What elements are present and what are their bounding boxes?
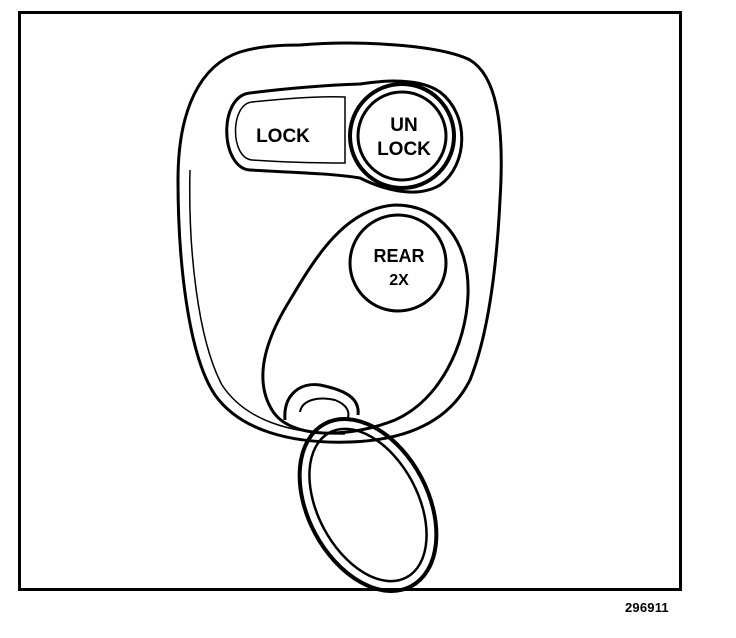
- lock-button[interactable]: LOCK: [256, 126, 310, 147]
- fob-body: [176, 41, 503, 444]
- ring-loop-inner: [299, 397, 350, 419]
- rear-button-label-line2: 2X: [389, 272, 409, 289]
- unlock-button-label-line1: UN: [390, 115, 417, 136]
- rear-button[interactable]: REAR 2X: [348, 213, 448, 313]
- unlock-button[interactable]: UN LOCK: [348, 82, 456, 190]
- unlock-button-label-line2: LOCK: [377, 139, 431, 160]
- rear-button-label-line1: REAR: [373, 246, 424, 266]
- figure-number: 296911: [625, 600, 669, 615]
- lock-unlock-recess-inner: [234, 96, 346, 164]
- ring-loop: [283, 383, 360, 421]
- lock-unlock-recess: [225, 79, 464, 194]
- figure-frame: [18, 11, 682, 591]
- key-ring: [297, 417, 439, 593]
- lock-button-label: LOCK: [256, 126, 310, 147]
